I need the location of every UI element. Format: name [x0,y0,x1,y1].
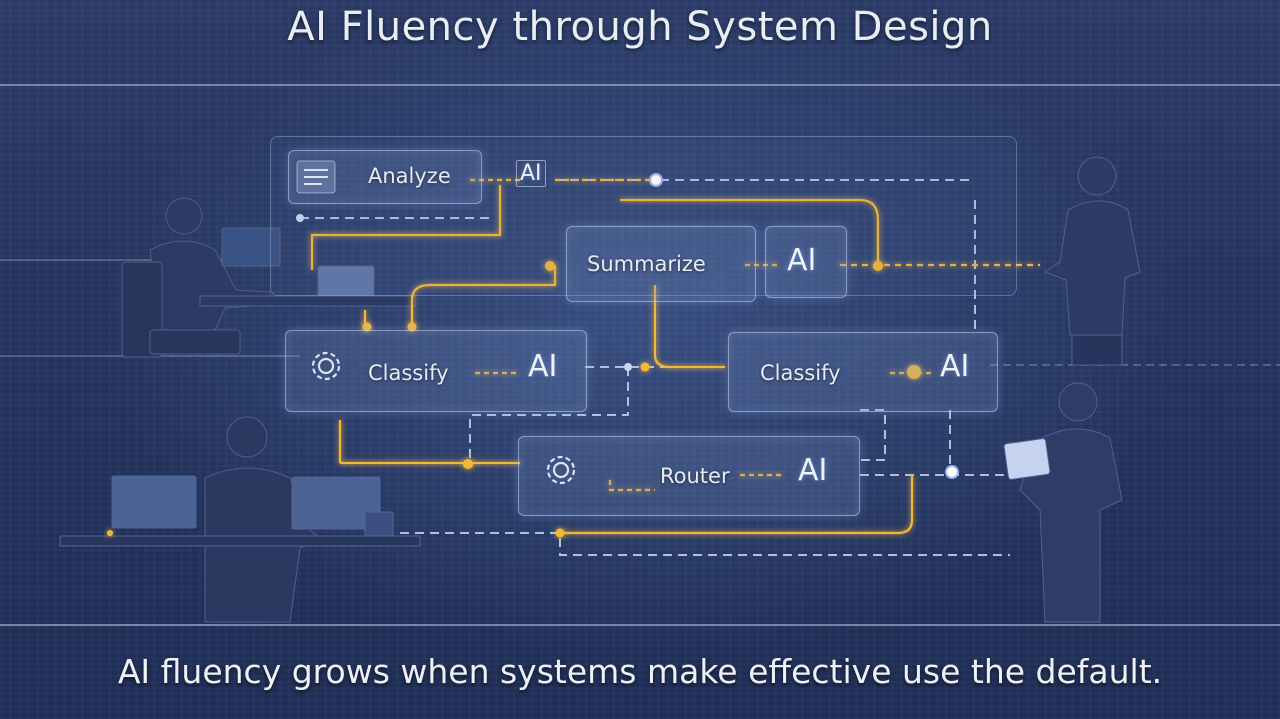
gear-icon [541,450,581,490]
classify-left-node[interactable] [285,330,587,412]
classify-right-node[interactable] [728,332,998,412]
ai-badge-analyze: AI [516,160,546,187]
ai-badge-router: AI [798,453,828,488]
person-standing-tablet [1003,382,1123,623]
router-node[interactable] [518,436,860,516]
summarize-node[interactable] [566,226,756,302]
caption: AI fluency grows when systems make effec… [117,652,1163,691]
top-divider [0,84,1280,86]
person-standing-right [1043,156,1141,366]
classify-right-label: Classify [760,361,841,385]
gear-icon [306,346,346,386]
ai-badge-classify-right: AI [940,349,970,384]
top-panel-frame [270,136,1017,296]
summarize-ai-box [765,226,847,298]
bottom-divider [0,624,1280,626]
ai-badge-classify-left: AI [528,349,558,384]
document-lines-icon [296,160,336,194]
connectors-light [300,179,1010,556]
ai-badge-summarize: AI [787,243,817,278]
page-title: AI Fluency through System Design [287,4,993,50]
classify-left-label: Classify [368,361,449,385]
summarize-label: Summarize [587,252,706,276]
analyze-label: Analyze [368,164,451,188]
person-seated-left [121,197,271,358]
desk-bottom-left [59,475,421,547]
router-label: Router [660,464,730,488]
connector-dots [107,173,959,538]
desk-left [199,227,416,307]
